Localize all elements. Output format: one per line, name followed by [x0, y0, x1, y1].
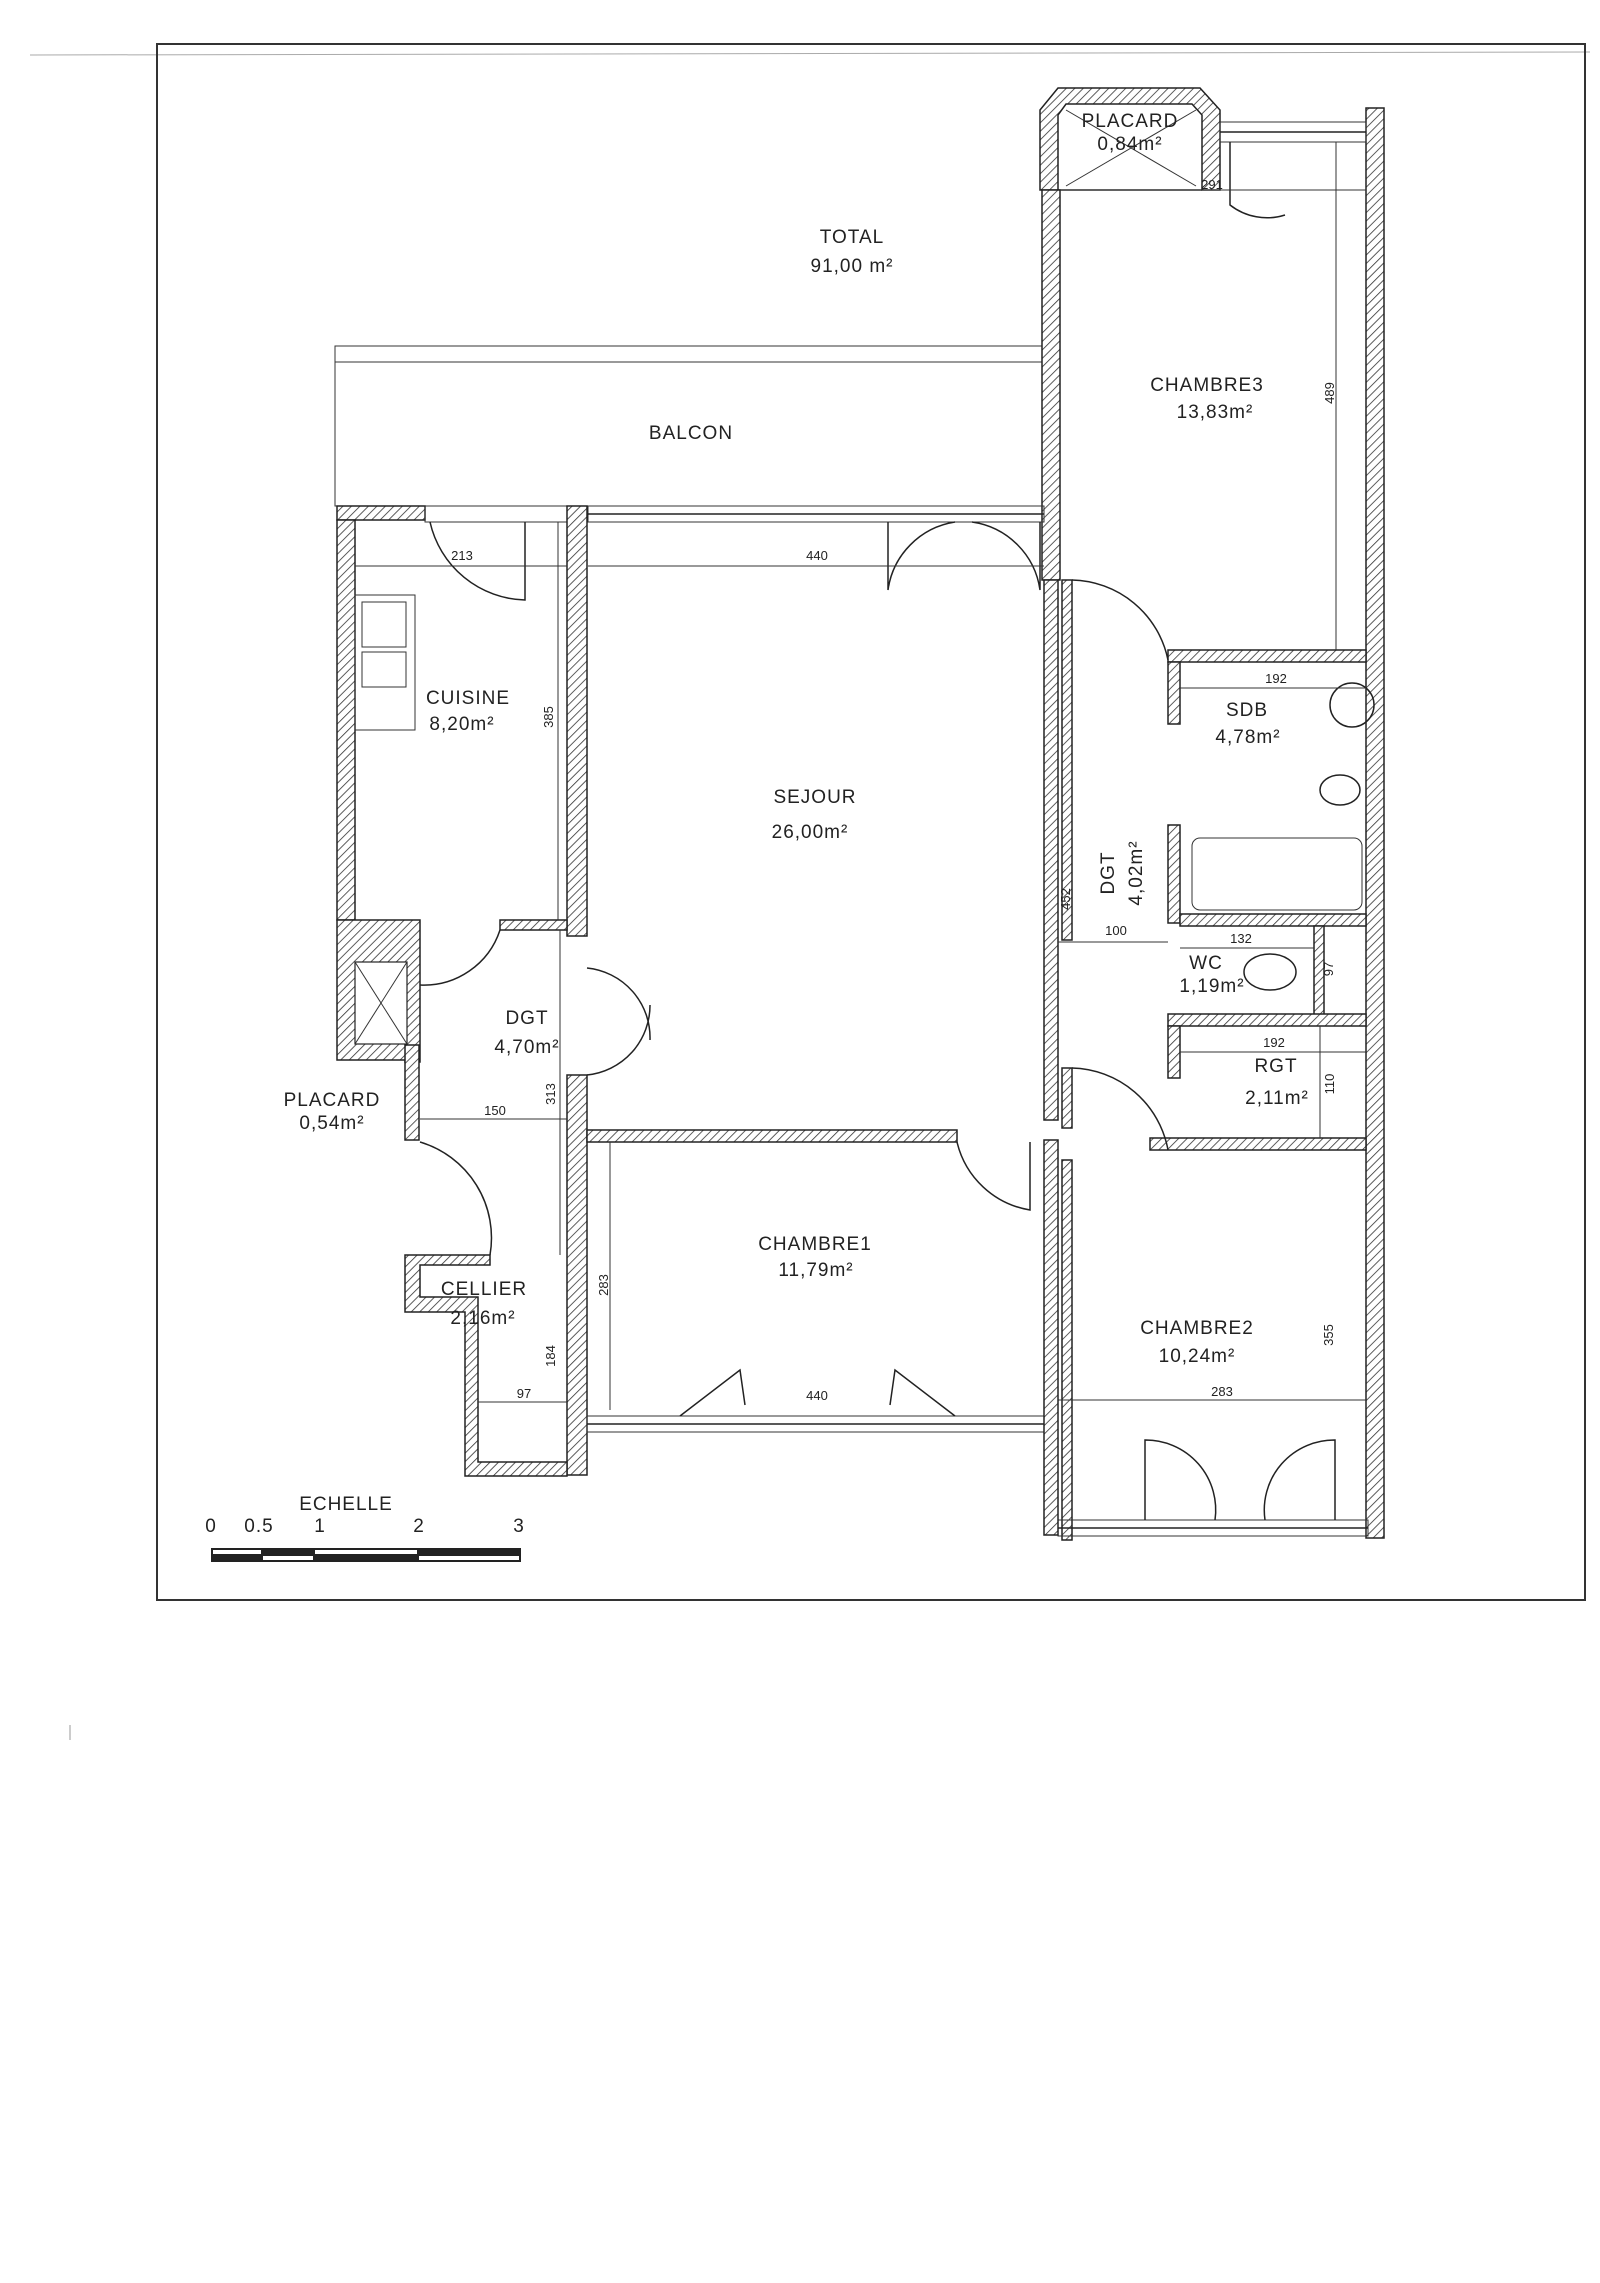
room-chambre2-name: CHAMBRE2: [1140, 1318, 1254, 1339]
room-placard-left-area: 0,54m²: [299, 1113, 364, 1134]
dim-rgt-width: 192: [1263, 1035, 1285, 1050]
room-dgt-left-name: DGT: [505, 1008, 548, 1029]
room-sejour-name: SEJOUR: [773, 787, 856, 808]
dim-rgt-length: 110: [1322, 1074, 1337, 1095]
room-sdb-area: 4,78m²: [1215, 727, 1280, 748]
dim-chambre1-length: 283: [596, 1274, 611, 1296]
room-cellier-area: 2,16m²: [450, 1308, 515, 1329]
room-chambre3-name: CHAMBRE3: [1150, 375, 1264, 396]
room-cuisine-name: CUISINE: [426, 688, 510, 709]
scale-tick-2: 2: [413, 1516, 425, 1537]
room-chambre2-area: 10,24m²: [1159, 1346, 1236, 1367]
dim-chambre3-width: 291: [1201, 177, 1223, 192]
dim-chambre3-length: 489: [1322, 382, 1337, 404]
dim-sejour-width: 440: [806, 548, 828, 563]
scale-tick-3: 3: [513, 1516, 525, 1537]
dim-chambre2-width: 283: [1211, 1384, 1233, 1399]
room-placard-top-area: 0,84m²: [1097, 134, 1162, 155]
room-rgt-name: RGT: [1254, 1056, 1297, 1077]
room-placard-left-name: PLACARD: [284, 1090, 381, 1111]
scale-tick-1: 1: [314, 1516, 326, 1537]
scale-bar: ECHELLE 0 0.5 1 2 3: [205, 1494, 525, 1562]
scan-edge: [29, 51, 1591, 56]
room-rgt-area: 2,11m²: [1245, 1088, 1309, 1109]
scale-tick-0-5: 0.5: [244, 1516, 273, 1537]
dim-wc-length: 97: [1321, 962, 1336, 976]
page-frame: [156, 43, 1586, 1601]
room-chambre3-area: 13,83m²: [1177, 402, 1254, 423]
dim-dgt-right-length: 452: [1058, 888, 1073, 910]
dim-chambre1-width: 440: [806, 1388, 828, 1403]
total-area: 91,00 m²: [811, 256, 894, 277]
total-label: TOTAL: [820, 227, 884, 248]
room-placard-top-name: PLACARD: [1082, 111, 1179, 132]
doors: [419, 142, 1336, 1521]
room-sdb-name: SDB: [1226, 700, 1268, 721]
room-dgt-right-area: 4,02m²: [1126, 840, 1147, 905]
room-cellier-name: CELLIER: [441, 1279, 527, 1300]
room-wc-area: 1,19m²: [1179, 976, 1244, 997]
room-dgt-right-name: DGT: [1098, 851, 1119, 894]
dim-sdb-width: 192: [1265, 671, 1287, 686]
scale-tick-0: 0: [205, 1516, 217, 1537]
room-chambre1-name: CHAMBRE1: [758, 1234, 872, 1255]
walls: [336, 87, 1385, 1541]
dim-dgt-right-width: 100: [1105, 923, 1127, 938]
room-sejour-area: 26,00m²: [772, 822, 849, 843]
dim-cellier-width: 97: [517, 1386, 531, 1401]
dim-cuisine-width: 213: [451, 548, 473, 563]
dimension-lines: [355, 142, 1366, 1403]
room-wc-name: WC: [1189, 953, 1223, 974]
dim-dgt-left-width: 150: [484, 1103, 506, 1118]
dim-chambre2-length: 355: [1321, 1324, 1336, 1346]
room-chambre1-area: 11,79m²: [778, 1260, 853, 1281]
scale-title: ECHELLE: [299, 1494, 393, 1515]
room-dgt-left-area: 4,70m²: [494, 1037, 559, 1058]
dim-cuisine-length: 385: [541, 706, 556, 728]
dim-dgt-left-length: 313: [543, 1083, 558, 1105]
dim-cellier-length: 184: [543, 1345, 558, 1367]
dim-wc-width: 132: [1230, 931, 1252, 946]
room-balcon-name: BALCON: [649, 423, 733, 444]
room-cuisine-area: 8,20m²: [429, 714, 494, 735]
